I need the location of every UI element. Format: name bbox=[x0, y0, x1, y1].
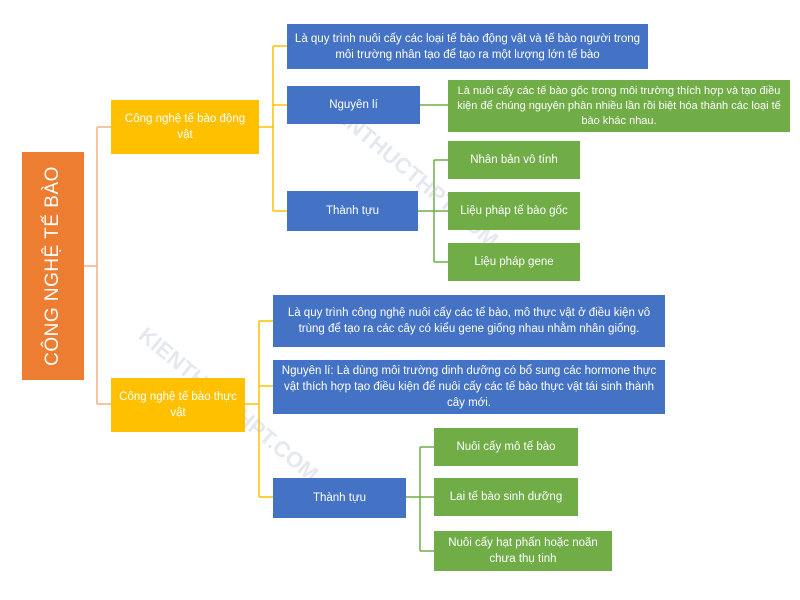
animal-definition-text: Là quy trình nuôi cấy các loại tế bào độ… bbox=[294, 32, 641, 61]
plant-category-label: Công nghệ tế bào thực vật bbox=[119, 391, 237, 419]
plant-achievement-label: Nuôi cấy hạt phấn hoặc noãn chưa thụ tin… bbox=[448, 537, 598, 565]
animal-principle-node: Nguyên lí bbox=[287, 86, 420, 124]
plant-achievement-label: Lai tế bào sinh dưỡng bbox=[449, 491, 563, 503]
plant-achievement-item: Lai tế bào sinh dưỡng bbox=[434, 478, 578, 516]
plant-definition-node: Là quy trình công nghệ nuôi cấy các tế b… bbox=[273, 295, 665, 347]
plant-principle-node: Nguyên lí: Là dùng môi trường dinh dưỡng… bbox=[273, 360, 665, 414]
animal-principle-text: Là nuôi cấy các tế bào gốc trong môi trư… bbox=[457, 84, 781, 127]
animal-achievement-item: Liệu pháp gene bbox=[448, 243, 580, 281]
root-node: CÔNG NGHỆ TẾ BÀO bbox=[22, 152, 84, 380]
animal-achievements-label: Thành tựu bbox=[325, 205, 380, 217]
plant-achievement-item: Nuôi cấy hạt phấn hoặc noãn chưa thụ tin… bbox=[434, 531, 612, 571]
animal-category-label: Công nghệ tế bào động vật bbox=[124, 113, 246, 141]
plant-achievement-label: Nuôi cấy mô tế bào bbox=[456, 441, 556, 453]
animal-achievement-label: Liệu pháp tế bào gốc bbox=[460, 205, 568, 217]
plant-achievements-label: Thành tựu bbox=[312, 492, 367, 504]
plant-achievements-node: Thành tựu bbox=[273, 478, 406, 518]
animal-definition-node: Là quy trình nuôi cấy các loại tế bào độ… bbox=[287, 24, 648, 69]
plant-definition-text: Là quy trình công nghệ nuôi cấy các tế b… bbox=[287, 307, 651, 335]
plant-category-node: Công nghệ tế bào thực vật bbox=[111, 378, 245, 432]
animal-principle-text-node: Là nuôi cấy các tế bào gốc trong môi trư… bbox=[448, 80, 790, 132]
animal-achievement-label: Nhân bản vô tính bbox=[470, 154, 558, 166]
plant-achievement-item: Nuôi cấy mô tế bào bbox=[434, 428, 578, 466]
animal-achievements-node: Thành tựu bbox=[287, 191, 418, 231]
animal-category-node: Công nghệ tế bào động vật bbox=[111, 100, 259, 154]
animal-achievement-label: Liệu pháp gene bbox=[474, 256, 554, 268]
root-label: CÔNG NGHỆ TẾ BÀO bbox=[42, 166, 64, 366]
animal-achievement-item: Liệu pháp tế bào gốc bbox=[448, 192, 580, 230]
plant-principle-text: Nguyên lí: Là dùng môi trường dinh dưỡng… bbox=[281, 365, 657, 409]
animal-achievement-item: Nhân bản vô tính bbox=[448, 141, 580, 179]
animal-principle-label: Nguyên lí bbox=[329, 99, 378, 111]
